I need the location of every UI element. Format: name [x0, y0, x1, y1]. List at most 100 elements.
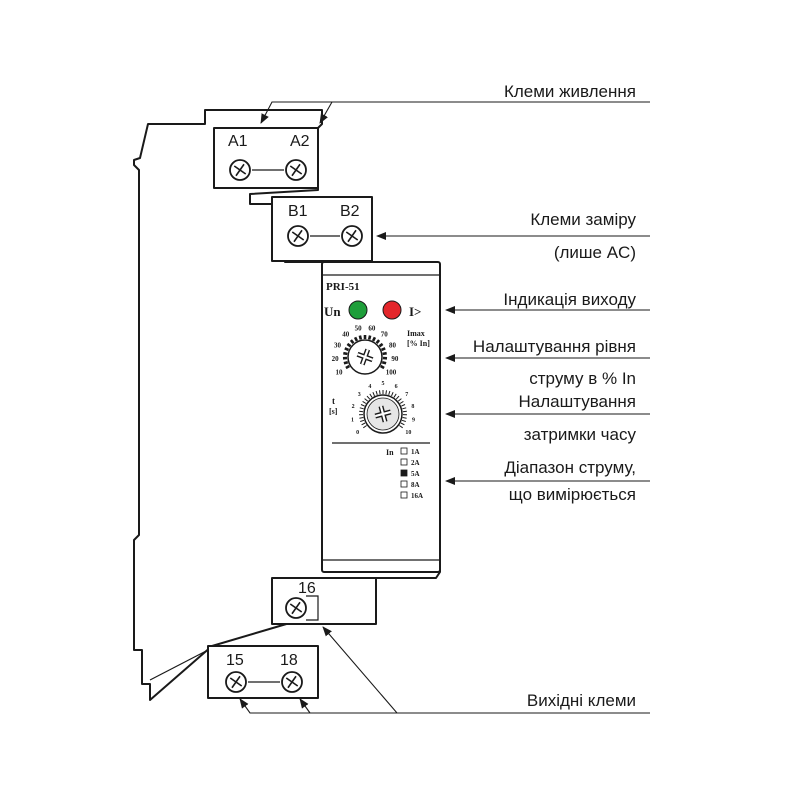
output-terminal-block: 15 18 [207, 645, 319, 699]
current-tick-mark [375, 339, 381, 345]
terminal-b2-label: B2 [340, 203, 360, 220]
time-tick-mark [397, 398, 402, 402]
current-tick-label: 10 [336, 368, 344, 376]
time-tick-mark [401, 404, 406, 407]
time-tick-mark [360, 404, 365, 407]
imax-unit-label: [% In] [407, 339, 430, 348]
current-tick-mark [343, 351, 348, 356]
range-option-checkbox[interactable] [400, 491, 408, 499]
time-tick-label: 9 [412, 418, 415, 424]
range-option-label: 2A [411, 459, 420, 467]
time-tick-label: 4 [368, 384, 371, 390]
time-tick-mark [399, 400, 404, 404]
time-tick-mark [395, 395, 400, 400]
time-tick-mark [363, 425, 367, 429]
range-option-label: 5A [411, 470, 420, 478]
terminal-18-label: 18 [280, 652, 298, 669]
callout-measure-note: (лише AC) [554, 243, 636, 262]
terminal-b2-screw-icon[interactable] [341, 225, 363, 247]
time-tick-mark [364, 398, 369, 402]
time-tick-mark [359, 410, 364, 413]
callout-power-terminals: Клеми живлення [504, 82, 636, 101]
current-tick-mark [358, 335, 363, 340]
range-option-checkbox[interactable] [400, 447, 408, 455]
range-option-checkbox[interactable] [400, 469, 408, 477]
terminal-a1-screw-icon[interactable] [229, 159, 251, 181]
current-tick-label: 30 [334, 342, 342, 350]
terminal-15-screw-icon[interactable] [225, 671, 247, 693]
time-delay-knob[interactable] [358, 390, 408, 434]
current-tick-label: 60 [368, 324, 376, 332]
led-overcurrent-indicator [382, 300, 402, 320]
range-option-label: 1A [411, 448, 420, 456]
current-tick-mark [367, 335, 372, 340]
current-tick-mark [379, 364, 385, 370]
leader-output-terminals [239, 626, 650, 714]
current-tick-mark [382, 351, 387, 356]
time-tick-mark [372, 392, 375, 397]
time-tick-label: 0 [356, 430, 359, 436]
callout-range-1: Діапазон струму, [504, 458, 636, 477]
range-option-label: 16A [411, 492, 423, 500]
terminal-b1-label: B1 [288, 203, 308, 220]
callout-delay-setting-2: затримки часу [524, 425, 637, 444]
led-un-label: Un [324, 304, 341, 319]
time-tick-label: 6 [395, 384, 398, 390]
current-level-knob[interactable] [342, 335, 388, 375]
time-tick-mark [388, 390, 391, 395]
measure-terminal-block: B1 B2 [271, 196, 373, 262]
callout-current-setting-2: струму в % In [529, 369, 636, 388]
time-tick-mark [402, 417, 407, 419]
terminal-a1-label: A1 [228, 133, 248, 150]
current-tick-label: 40 [342, 331, 350, 339]
range-option-checkbox[interactable] [400, 458, 408, 466]
current-tick-mark [378, 342, 384, 348]
terminal-16-screw-icon[interactable] [285, 597, 307, 619]
time-tick-mark [400, 422, 405, 426]
terminal-a2-screw-icon[interactable] [285, 159, 307, 181]
imax-label: Imax [407, 329, 425, 338]
time-tick-mark [362, 400, 367, 404]
callout-output-indication: Індикація виходу [503, 290, 636, 309]
terminal-18-screw-icon[interactable] [281, 671, 303, 693]
callout-range-2: що вимірюється [509, 485, 636, 504]
current-tick-label: 70 [381, 331, 389, 339]
range-option-label: 8A [411, 481, 420, 489]
leader-power [260, 101, 650, 124]
terminal-b1-screw-icon[interactable] [287, 225, 309, 247]
current-tick-mark [349, 339, 355, 345]
current-tick-label: 100 [386, 368, 397, 376]
time-tick-mark [402, 407, 407, 410]
time-tick-label: 7 [405, 392, 408, 398]
time-tick-label: 2 [352, 404, 355, 410]
time-tick-mark [391, 392, 394, 397]
current-tick-mark [353, 336, 359, 342]
led-i-label: I> [409, 304, 421, 319]
time-tick-mark [393, 393, 397, 398]
time-unit-label: [s] [329, 407, 338, 416]
range-option-checkbox[interactable] [400, 480, 408, 488]
current-knob-cross-icon [356, 348, 374, 366]
terminal-16-label: 16 [298, 580, 316, 597]
power-terminal-block: A1 A2 [213, 127, 319, 189]
current-tick-mark [344, 347, 350, 352]
time-label: t [332, 396, 335, 406]
current-tick-mark [343, 360, 349, 365]
time-tick-label: 8 [411, 404, 414, 410]
output-terminal-16-block: 16 [271, 577, 377, 625]
time-tick-mark [399, 425, 403, 429]
time-tick-mark [385, 390, 387, 395]
terminal-a2-label: A2 [290, 133, 310, 150]
time-tick-label: 10 [405, 430, 411, 436]
current-tick-mark [380, 347, 386, 352]
time-tick-mark [369, 393, 373, 398]
time-tick-mark [379, 390, 381, 395]
time-tick-mark [375, 390, 378, 395]
time-tick-mark [361, 422, 366, 426]
callout-output-terminals: Вихідні клеми [527, 691, 636, 710]
time-tick-mark [366, 395, 371, 400]
current-tick-mark [345, 364, 351, 370]
callout-current-setting-1: Налаштування рівня [473, 337, 636, 356]
